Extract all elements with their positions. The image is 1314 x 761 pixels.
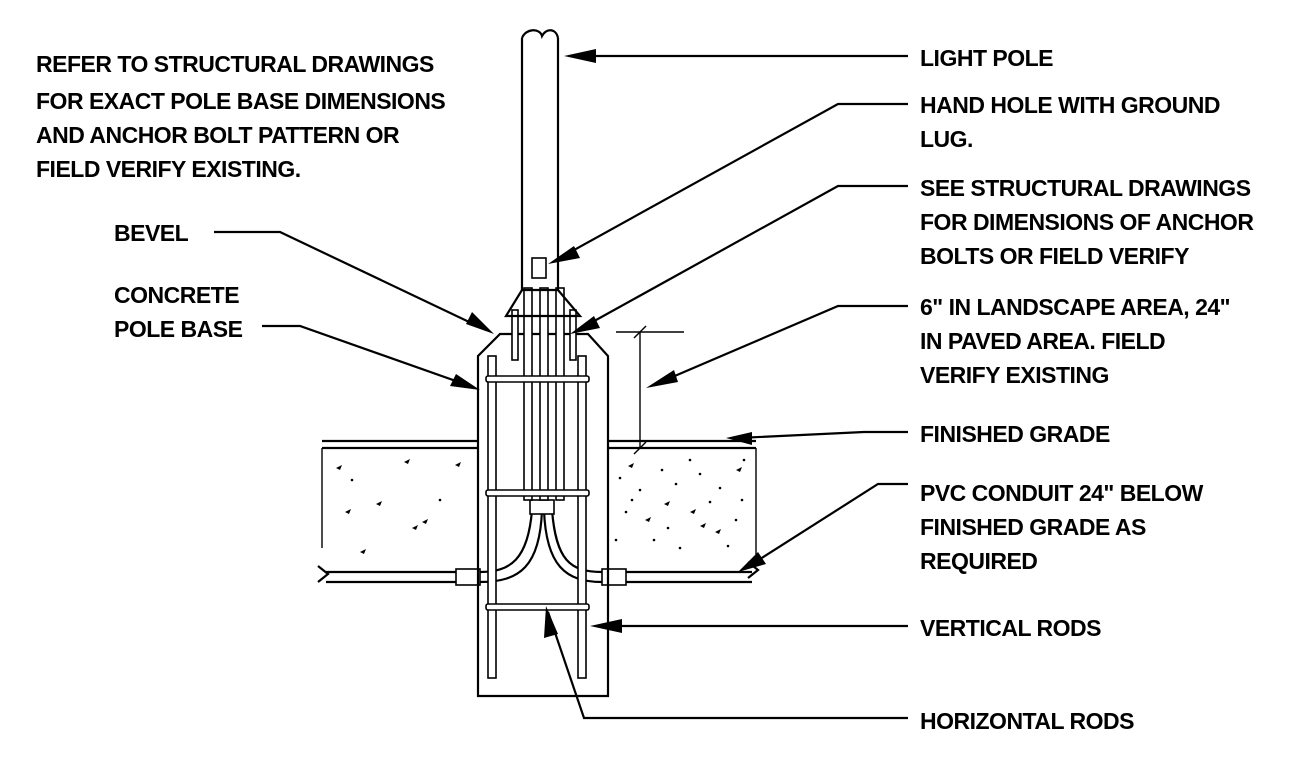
label-hand-hole-1: HAND HOLE WITH GROUND [920, 92, 1220, 118]
label-hand-hole-2: LUG. [920, 126, 973, 152]
label-anchor-3: BOLTS OR FIELD VERIFY [920, 243, 1189, 269]
label-concrete-1: CONCRETE [114, 282, 239, 308]
callout-labels: LIGHT POLE HAND HOLE WITH GROUND LUG. SE… [114, 45, 1255, 734]
label-height-3: VERIFY EXISTING [920, 362, 1109, 388]
label-pvc-1: PVC CONDUIT 24" BELOW [920, 480, 1204, 506]
label-anchor-2: FOR DIMENSIONS OF ANCHOR [920, 209, 1254, 235]
label-anchor-1: SEE STRUCTURAL DRAWINGS [920, 175, 1251, 201]
label-finished-grade: FINISHED GRADE [920, 421, 1110, 447]
light-pole [504, 29, 583, 318]
hand-hole-icon [531, 257, 547, 279]
ground [321, 439, 757, 562]
note-line-2: FOR EXACT POLE BASE DIMENSIONS [36, 88, 445, 114]
label-vertical-rods: VERTICAL RODS [920, 615, 1101, 641]
dimension [616, 325, 684, 455]
concrete-pole-base [476, 332, 610, 698]
note-line-4: FIELD VERIFY EXISTING. [36, 156, 301, 182]
label-bevel: BEVEL [114, 220, 189, 246]
label-height-2: IN PAVED AREA. FIELD [920, 328, 1165, 354]
leaders [214, 49, 908, 720]
note-line-1: REFER TO STRUCTURAL DRAWINGS [36, 51, 434, 77]
label-pvc-3: REQUIRED [920, 548, 1037, 574]
anchor-bolts [511, 287, 577, 501]
label-height-1: 6" IN LANDSCAPE AREA, 24" [920, 294, 1230, 320]
label-horizontal-rods: HORIZONTAL RODS [920, 708, 1134, 734]
label-pvc-2: FINISHED GRADE AS [920, 514, 1146, 540]
pvc-conduit [317, 561, 760, 586]
horizontal-rods [485, 375, 590, 611]
vertical-rods [487, 355, 587, 679]
label-light-pole: LIGHT POLE [920, 45, 1053, 71]
note-line-3: AND ANCHOR BOLT PATTERN OR [36, 122, 400, 148]
label-concrete-2: POLE BASE [114, 316, 243, 342]
soil-texture [336, 458, 746, 554]
general-note: REFER TO STRUCTURAL DRAWINGS FOR EXACT P… [36, 51, 446, 182]
